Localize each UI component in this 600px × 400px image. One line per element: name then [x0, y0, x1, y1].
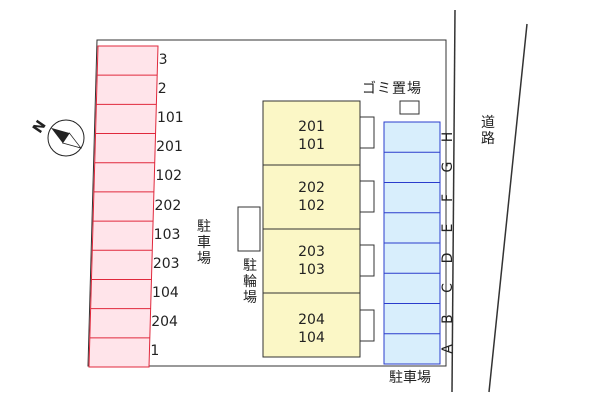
unit-numbers-2: 202 102	[263, 179, 360, 215]
left-parking-space-label: 101	[156, 109, 184, 126]
road-label-char: 道	[481, 115, 495, 131]
bicycle-label-char: 場	[243, 290, 257, 306]
bicycle-parking-label: 駐 輪 場	[242, 258, 258, 306]
unit-numbers-1: 201 101	[263, 118, 360, 154]
balcony-4	[359, 309, 375, 342]
garbage-area-label: ゴミ置場	[362, 81, 422, 97]
compass-needle-south	[62, 132, 82, 149]
left-parking-space-label: 204	[151, 314, 178, 331]
lot-outline	[87, 39, 447, 367]
road-label-char: 路	[481, 131, 495, 147]
building-unit-2	[262, 164, 361, 230]
unit-number: 201	[298, 119, 325, 135]
bicycle-label-char: 輪	[243, 274, 257, 290]
road-edge-right	[488, 23, 528, 393]
left-parking-strip	[88, 45, 159, 368]
balcony-3	[359, 244, 375, 277]
unit-number: 204	[298, 312, 325, 328]
right-parking-strip	[383, 121, 441, 365]
right-parking-space-label: A	[440, 344, 456, 354]
road-label: 道 路	[480, 115, 496, 147]
parking-label-char: 車	[197, 235, 211, 251]
building-unit-3	[262, 228, 361, 294]
unit-number: 103	[298, 262, 325, 278]
left-parking-outline	[88, 45, 159, 368]
right-parking-space-label: C	[440, 283, 456, 294]
left-parking-space-label: 104	[152, 285, 179, 302]
unit-numbers-3: 203 103	[263, 243, 360, 279]
bicycle-parking-area	[237, 206, 261, 252]
garbage-area	[399, 100, 420, 115]
unit-number: 102	[298, 198, 325, 214]
left-parking-space-label: 201	[156, 139, 183, 156]
balcony-1	[359, 116, 375, 149]
right-parking-space-label: G	[440, 161, 456, 173]
right-parking-space-label: F	[440, 193, 456, 202]
left-parking-space-label: 2	[157, 80, 167, 97]
right-parking-space-label: B	[440, 313, 456, 324]
unit-number: 101	[298, 137, 325, 153]
balcony-2	[359, 180, 375, 213]
unit-number: 202	[298, 180, 325, 196]
left-parking-space-label: 3	[158, 51, 168, 68]
bicycle-label-char: 駐	[243, 258, 257, 274]
left-parking-space-label: 202	[154, 197, 182, 214]
right-parking-space-label: H	[440, 131, 456, 143]
right-parking-space-label: D	[440, 252, 456, 264]
left-parking-space-label: 203	[152, 255, 180, 272]
apartment-building	[262, 100, 375, 358]
right-parking-space-label: E	[440, 223, 456, 233]
unit-number: 104	[298, 330, 325, 346]
building-unit-4	[262, 292, 361, 358]
parking-label: 駐 車 場	[196, 219, 212, 267]
road-edge-left	[451, 9, 456, 393]
bottom-parking-label: 駐車場	[389, 370, 431, 386]
left-parking-space-label: 102	[155, 168, 183, 185]
parking-label-char: 場	[197, 251, 211, 267]
left-parking-space-label: 1	[150, 343, 160, 360]
unit-numbers-4: 204 104	[263, 311, 360, 347]
compass	[47, 119, 85, 157]
parking-label-char: 駐	[197, 219, 211, 235]
left-parking-space-label: 103	[153, 226, 181, 243]
unit-number: 203	[298, 244, 325, 260]
